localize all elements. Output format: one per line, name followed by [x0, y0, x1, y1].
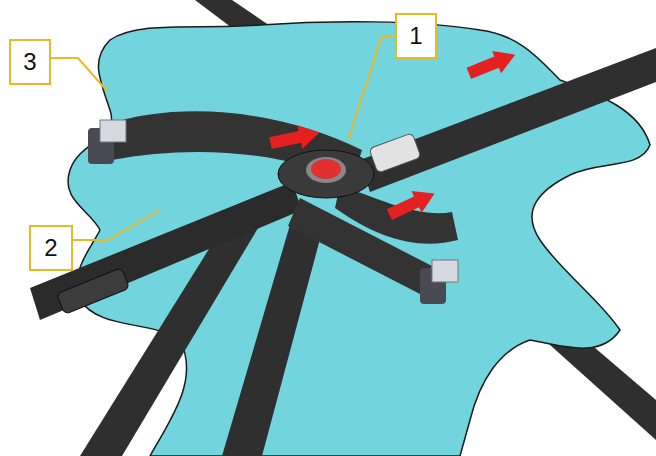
harness-strap [222, 218, 324, 456]
buckle [278, 150, 374, 198]
callout-box: 2 [29, 225, 73, 271]
shoulder-strap [105, 111, 362, 182]
lap-strap [30, 182, 302, 320]
callout-number: 2 [44, 234, 57, 262]
callout-number: 1 [409, 22, 422, 50]
leader-line [73, 210, 160, 240]
direction-arrow [464, 44, 519, 85]
release-button [311, 159, 341, 179]
harness-strap [360, 48, 656, 192]
buckle-ring [306, 157, 346, 183]
callout-box: 1 [395, 13, 437, 59]
strap-adjuster [56, 268, 129, 315]
direction-arrow [384, 183, 439, 226]
strap-bracket [432, 260, 458, 282]
callout-number: 3 [23, 48, 36, 76]
direction-arrow [268, 121, 322, 155]
strap-slider [369, 133, 421, 173]
strap-bracket [100, 120, 126, 142]
leader-line [348, 36, 395, 140]
leader-line [51, 58, 108, 92]
harness-strap [288, 198, 432, 294]
callout-box: 3 [9, 39, 51, 85]
